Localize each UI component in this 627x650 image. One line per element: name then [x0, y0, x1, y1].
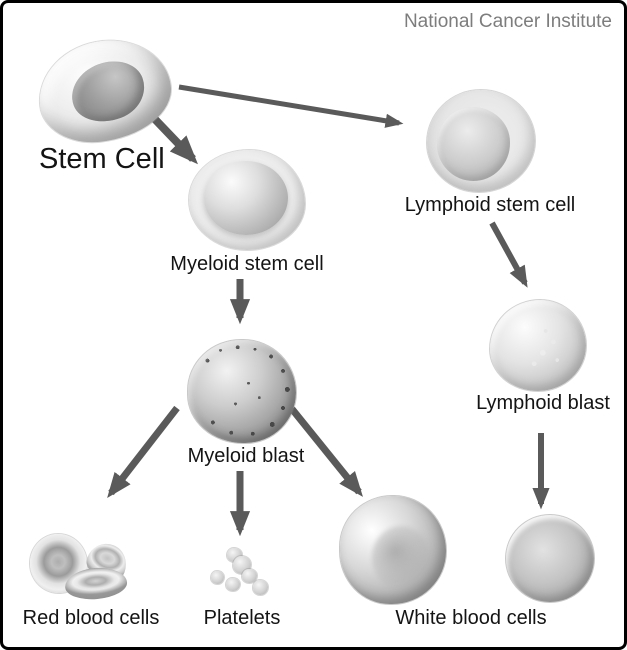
platelet-illustration: [211, 571, 224, 584]
arrow-lymphoid-stem-to-blast: [489, 221, 528, 288]
myeloid-blast-label: Myeloid blast: [187, 445, 305, 467]
lymphoid-stem-cell-illustration: [427, 90, 535, 192]
white-blood-cells-label: White blood cells: [395, 607, 547, 629]
lymphoid-blast-illustration: [490, 300, 586, 391]
myeloid-stem-cell-nucleus: [204, 161, 288, 235]
arrow-layer: [107, 84, 550, 537]
arrow-stem-to-lymphoid-stem: [178, 84, 404, 128]
white-blood-cell-myeloid-illustration: [340, 496, 446, 604]
stem-cell-label: Stem Cell: [39, 143, 165, 175]
myeloid-stem-cell-illustration: [189, 150, 305, 250]
attribution-text: National Cancer Institute: [403, 11, 612, 32]
myeloid-blast-illustration: [188, 340, 296, 443]
platelets-label: Platelets: [203, 607, 281, 629]
platelet-illustration: [226, 578, 240, 591]
arrow-blast-to-white-cells: [289, 406, 363, 497]
red-blood-cells-label: Red blood cells: [22, 607, 160, 629]
lymphoid-blast-label: Lymphoid blast: [476, 392, 610, 414]
lymphoid-stem-cell-nucleus: [436, 107, 511, 181]
white-blood-cell-lymphoid-illustration: [506, 515, 594, 602]
stem-cell-nucleus: [63, 51, 153, 132]
platelet-illustration: [253, 580, 268, 595]
white-blood-cell-inner-shading: [371, 526, 431, 589]
platelet-illustration: [242, 569, 257, 583]
arrow-stem-to-myeloid-stem: [146, 110, 198, 165]
myeloid-stem-cell-label: Myeloid stem cell: [170, 253, 324, 275]
lymphoid-stem-cell-label: Lymphoid stem cell: [404, 194, 576, 216]
arrow-blast-to-red-cells: [107, 405, 180, 498]
